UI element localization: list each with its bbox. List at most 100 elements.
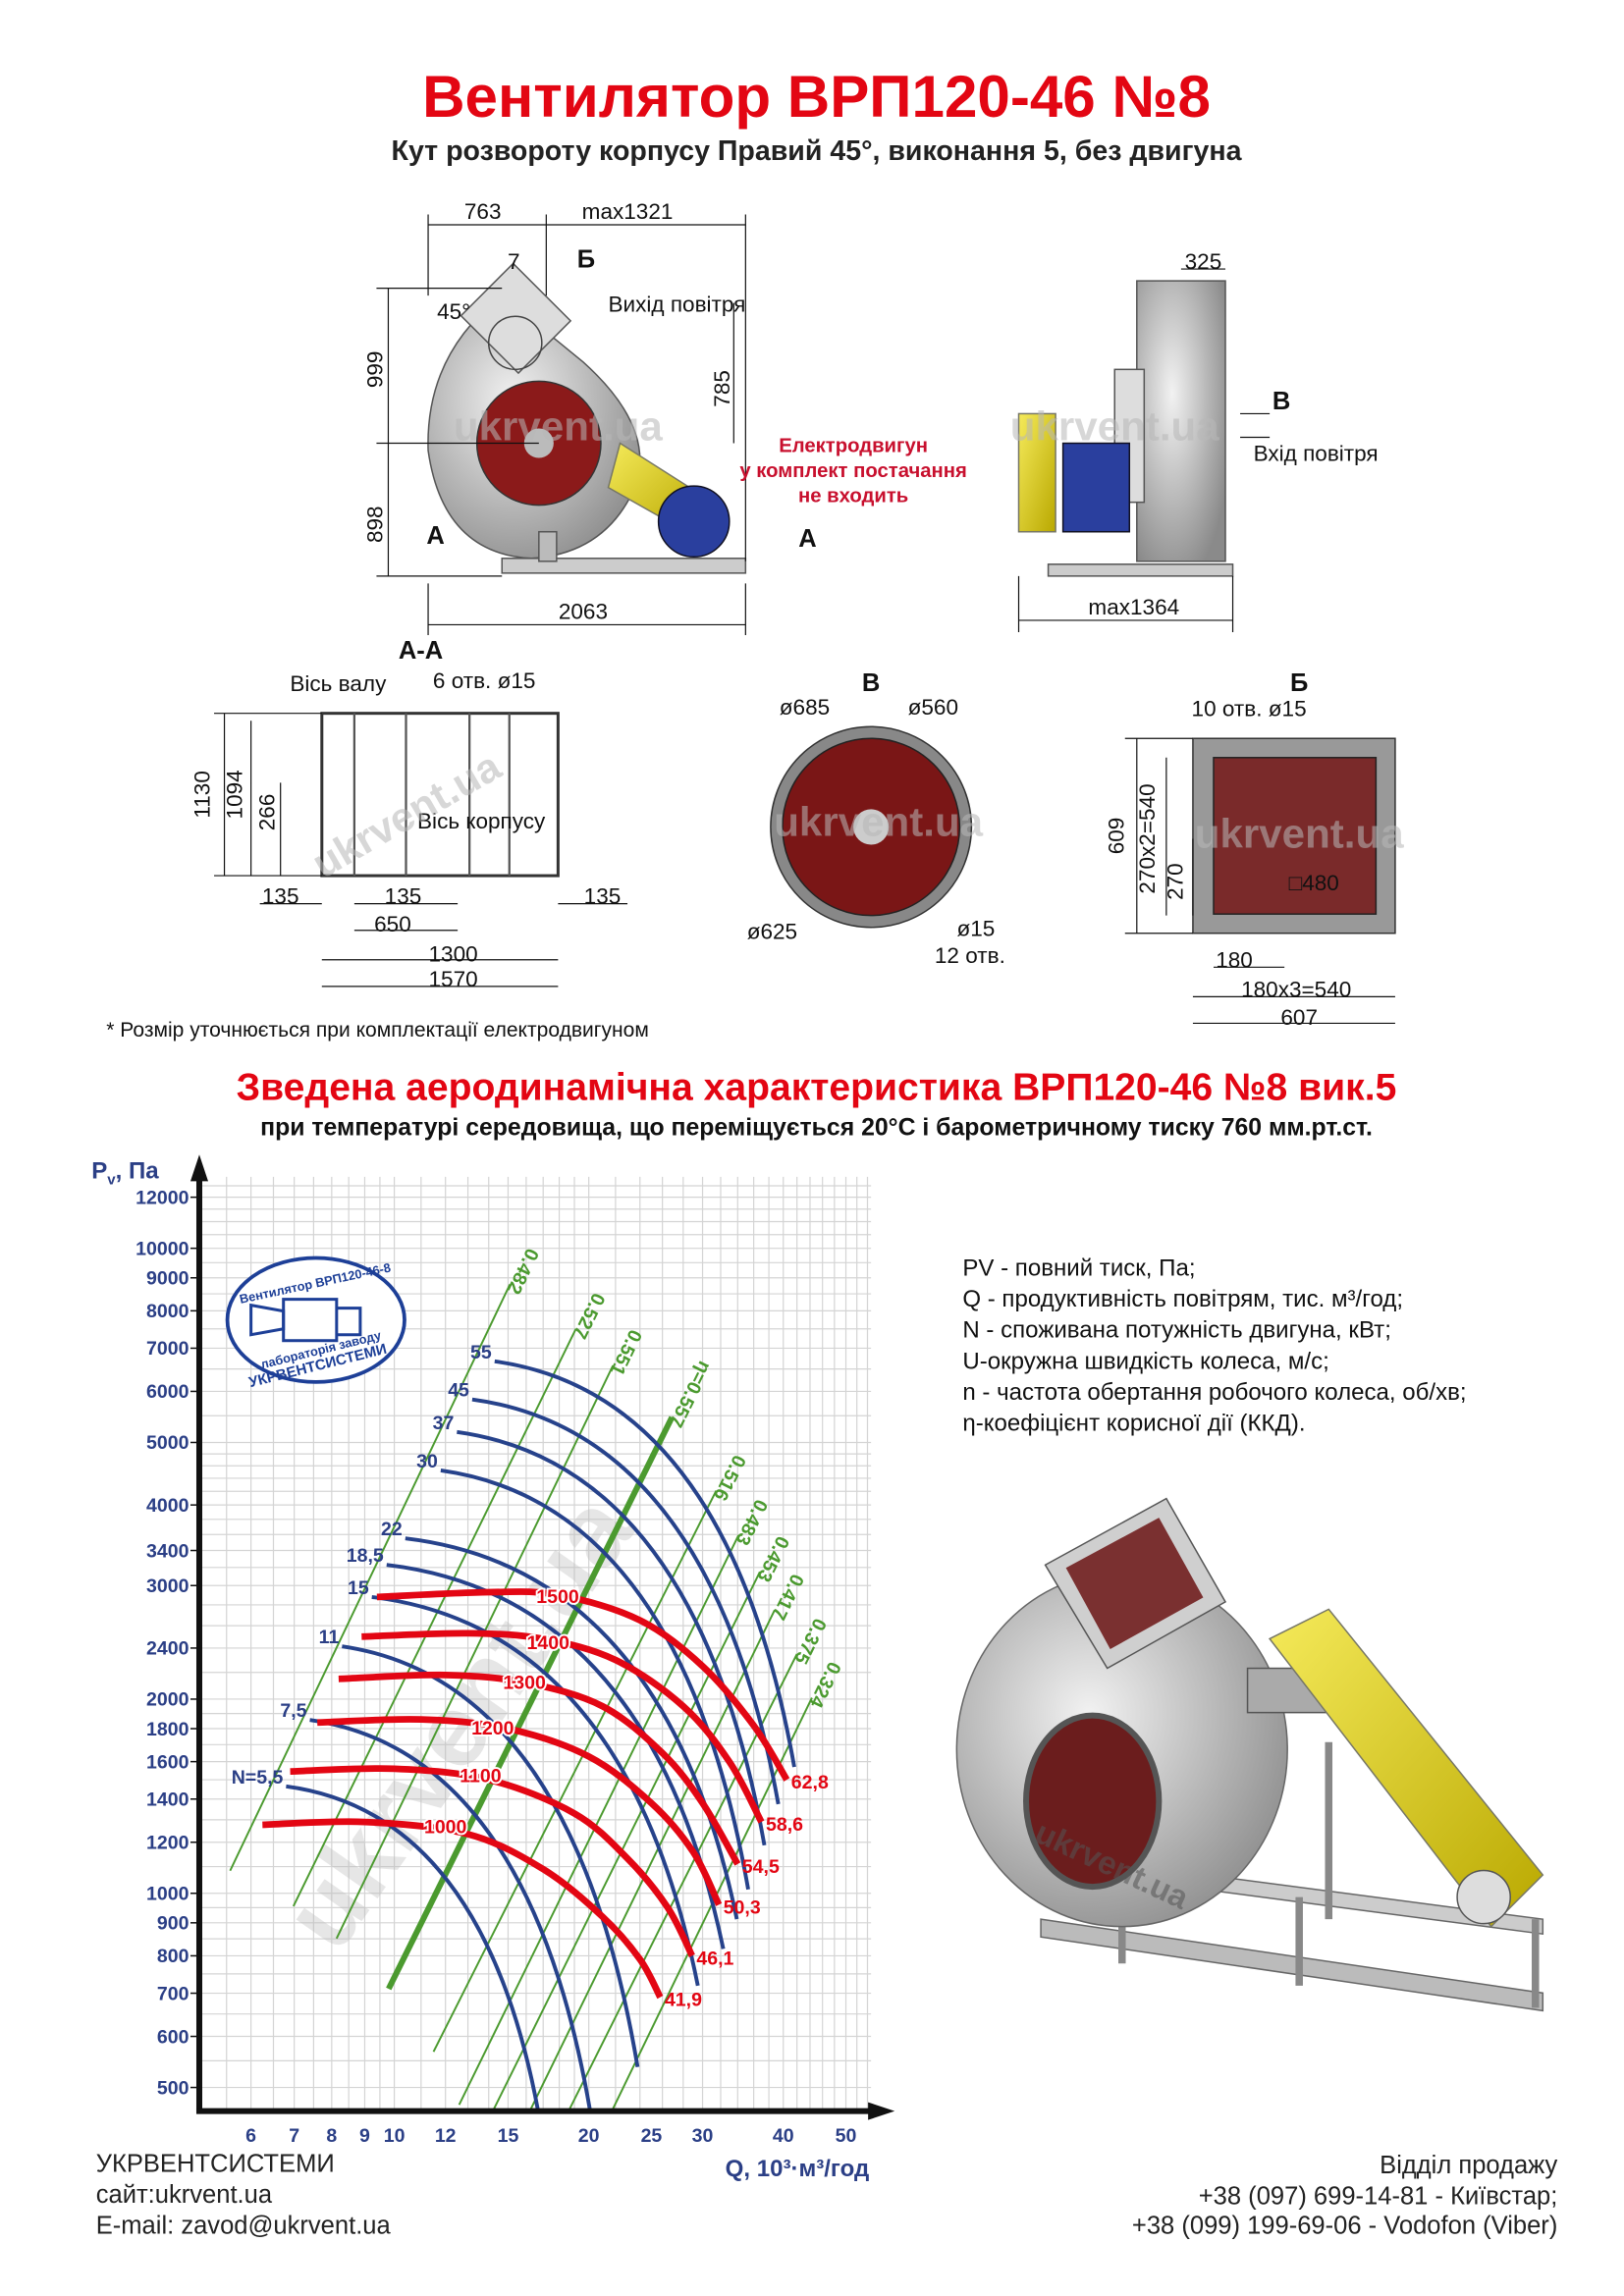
dim-480: □480 [1289, 871, 1339, 895]
y-axis-label: Pv, Па [91, 1157, 159, 1188]
housing-axis-label: Вісь корпусу [417, 809, 546, 833]
motor-note-1: Електродвигун [779, 436, 928, 457]
power-curve [286, 1784, 541, 2112]
speed-label: 1000 [424, 1817, 467, 1839]
dim-609: 609 [1104, 818, 1128, 855]
y-tick-label: 2000 [146, 1689, 189, 1711]
belt-guard [1017, 412, 1056, 533]
dim-1130: 1130 [190, 771, 215, 819]
y-tick-label: 5000 [146, 1432, 189, 1454]
y-tick-label: 1200 [146, 1832, 189, 1853]
dim-270x2: 270х2=540 [1135, 783, 1160, 893]
y-tick-label: 3000 [146, 1575, 189, 1597]
email-link[interactable]: E-mail: zavod@ukrvent.ua [96, 2212, 392, 2239]
base-frame [1047, 563, 1234, 577]
view-b-drawing: Б 10 отв. ø15 609 270х2=540 270 □480 180… [1104, 669, 1404, 1030]
power-curve [440, 1468, 750, 1891]
tip-speed-label: 54,5 [742, 1856, 780, 1878]
lab-stamp: Вентилятор ВРП120-46-8 лабораторія завод… [225, 1255, 406, 1391]
tip-speed-label: 58,6 [766, 1814, 803, 1836]
page-title: Вентилятор ВРП120-46 №8 [422, 64, 1211, 130]
outlet-opening [1065, 1518, 1204, 1649]
speed-label: 1200 [471, 1718, 514, 1739]
x-tick-label: 7 [289, 2125, 299, 2147]
speed-curve [290, 1765, 695, 1957]
power-label: 22 [381, 1519, 403, 1540]
dimension-lines [1124, 737, 1395, 1025]
power-label: 45 [448, 1380, 469, 1402]
power-label: 18,5 [347, 1545, 384, 1567]
power-label: 11 [319, 1627, 340, 1648]
tip-speed-label: 41,9 [665, 1990, 702, 2011]
watermark: ukrvent.ua [1010, 403, 1219, 450]
speed-label: 1100 [460, 1765, 502, 1787]
dim-135-right: 135 [584, 884, 622, 909]
dim-785: 785 [710, 370, 734, 407]
y-tick-label: 9000 [146, 1268, 189, 1290]
phone-vodafone[interactable]: +38 (099) 199-69-06 - Vodofon (Viber) [1132, 2212, 1557, 2239]
y-tick-label: 3400 [146, 1540, 189, 1562]
efficiency-line [292, 1328, 577, 1907]
watermark: ukrvent.ua [1195, 811, 1404, 857]
page-subtitle: Кут розвороту корпусу Правий 45°, викона… [392, 135, 1243, 167]
sales-title: Відділ продажу [1380, 2152, 1557, 2179]
dim-d685: ø685 [780, 695, 830, 720]
dim-135-mid: 135 [385, 884, 422, 909]
power-curve [457, 1429, 767, 1846]
power-curves [286, 1359, 796, 2112]
speed-label: 1500 [536, 1586, 579, 1608]
section-b-marker: Б [577, 246, 595, 274]
power-curve [405, 1536, 739, 1920]
dim-898: 898 [362, 506, 387, 543]
section-a-left: А [426, 522, 444, 550]
motor [1061, 442, 1131, 533]
speed-curve [317, 1716, 723, 1906]
website-link[interactable]: сайт:ukrvent.ua [96, 2181, 273, 2209]
motor-note-3: не входить [798, 486, 908, 507]
chart-subtitle: при температурі середовища, що переміщує… [260, 1115, 1373, 1142]
phone-kyivstar[interactable]: +38 (097) 699-14-81 - Київстар; [1199, 2182, 1558, 2210]
frame-beams [352, 713, 511, 877]
view-b-title: Б [1290, 669, 1308, 697]
tip-speed-label: 50,3 [724, 1896, 761, 1918]
y-tick-label: 500 [157, 2077, 189, 2099]
efficiency-line [229, 1284, 512, 1872]
motor [657, 485, 731, 559]
y-tick-label: 700 [157, 1983, 189, 2004]
watermark: ukrvent.ua [454, 403, 663, 450]
dim-7: 7 [508, 249, 520, 274]
y-axis-arrow [189, 1154, 209, 1182]
y-tick-label: 600 [157, 2026, 189, 2048]
dim-max1364: max1364 [1088, 595, 1179, 619]
company-name: УКРВЕНТСИСТЕМИ [96, 2150, 335, 2177]
x-tick-label: 20 [578, 2125, 600, 2147]
power-label: 37 [433, 1413, 455, 1434]
belt-guard [1268, 1608, 1544, 1928]
y-tick-label: 1600 [146, 1751, 189, 1773]
y-tick-label: 1000 [146, 1884, 189, 1905]
aerodynamic-chart: ukrvent.ua 0.4820.5270.551η=0.5570.5160.… [91, 1154, 895, 2182]
y-tick-label: 12000 [135, 1187, 189, 1208]
speed-curve [361, 1629, 765, 1824]
y-tick-label: 1400 [146, 1789, 189, 1811]
power-curve [471, 1397, 781, 1805]
legend-item: η-коефіцієнт корисної дії (ККД). [962, 1410, 1305, 1436]
holes-label: 10 отв. ø15 [1192, 697, 1307, 721]
dim-763: 763 [464, 199, 502, 224]
tip-speed-label: 46,1 [696, 1948, 733, 1969]
pulley [1456, 1869, 1511, 1925]
holes-label: 12 отв. [935, 943, 1005, 968]
section-v-marker: В [1272, 388, 1290, 415]
watermark: ukrvent.ua [774, 798, 983, 844]
y-tick-label: 7000 [146, 1338, 189, 1360]
speed-curves [262, 1588, 790, 2000]
fan-3d-render: ukrvent.ua [955, 1497, 1544, 2012]
outlet-label: Вихід повітря [608, 293, 745, 317]
dim-1300: 1300 [429, 941, 478, 966]
section-aa-title: А-А [399, 637, 443, 665]
x-tick-label: 6 [245, 2125, 256, 2147]
tip-speed-label: 62,8 [791, 1772, 829, 1793]
y-tick-label: 8000 [146, 1301, 189, 1322]
shaft-axis-label: Вісь валу [290, 671, 387, 696]
